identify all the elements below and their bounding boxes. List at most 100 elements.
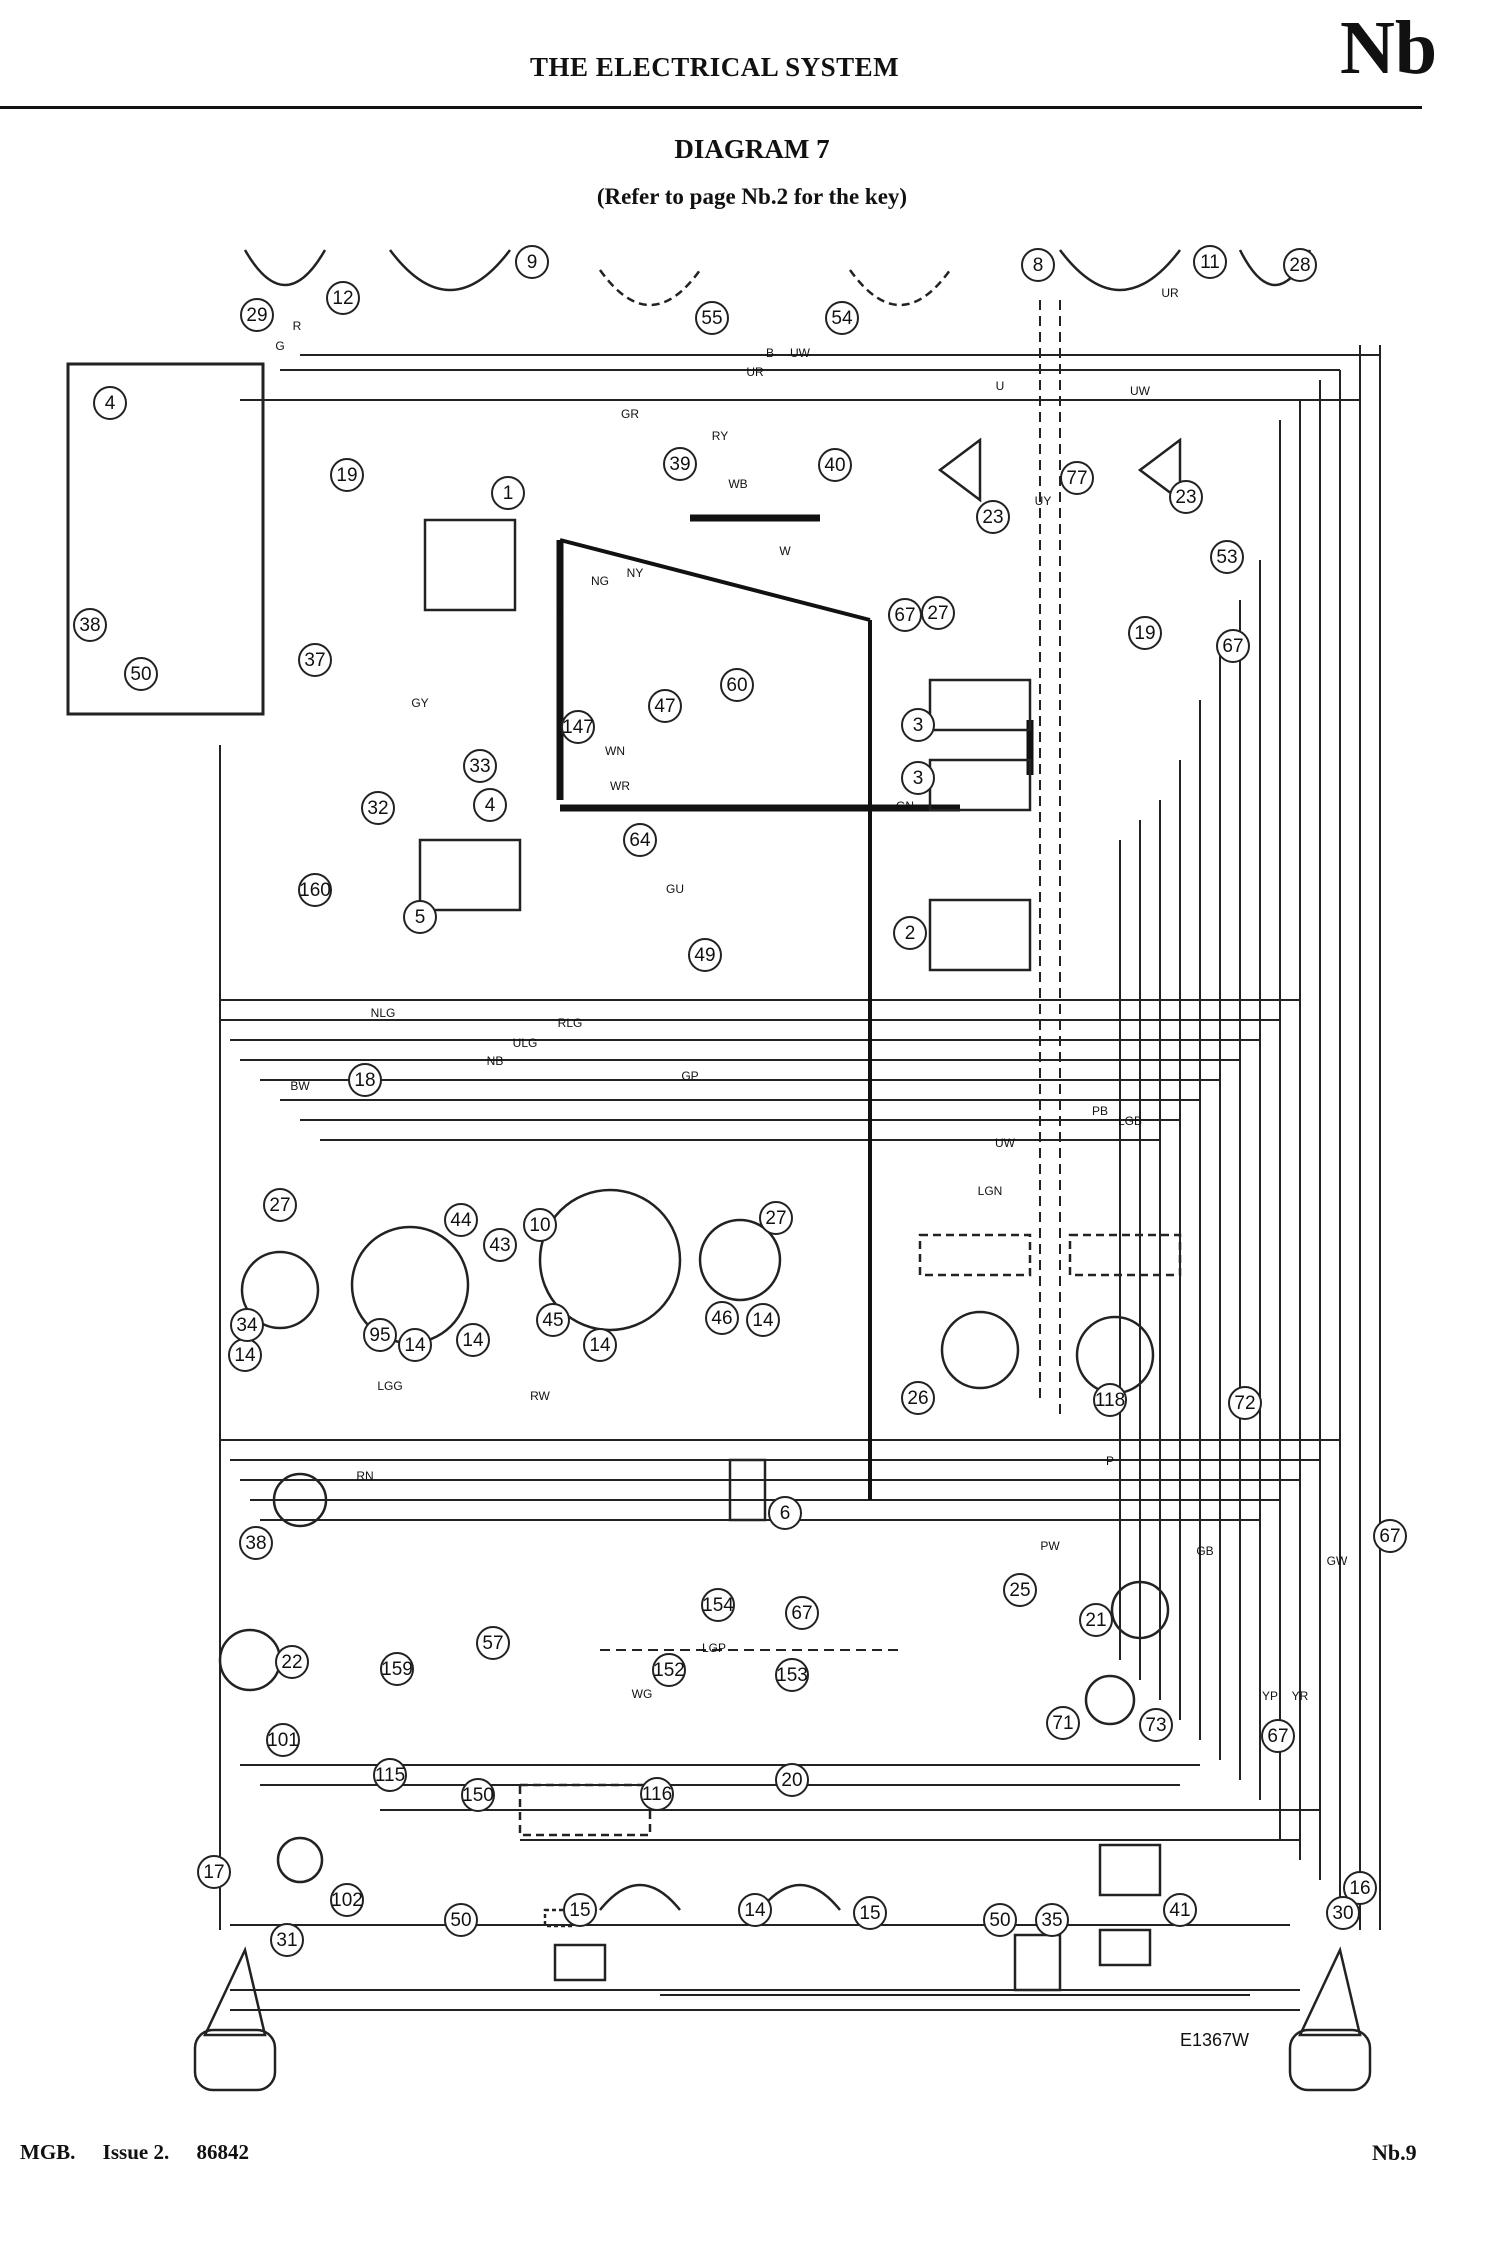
component-callout-number: 67 (1379, 1526, 1400, 1547)
component-callout-circle (1261, 1719, 1295, 1753)
component-callout-number: 64 (629, 830, 651, 851)
wire-code-label: RLG (558, 1016, 583, 1030)
wire-code-label: RY (712, 429, 728, 443)
component-callout-number: 15 (569, 1900, 590, 1921)
component-callout-circle (1139, 1708, 1173, 1742)
component-callout-number: 102 (331, 1890, 363, 1911)
component-callout-circle (93, 386, 127, 420)
component-callout-circle (1046, 1706, 1080, 1740)
component-callout-number: 118 (1095, 1390, 1125, 1411)
component-callout-number: 33 (469, 756, 490, 777)
component-callout-circle (888, 598, 922, 632)
component-callout-number: 55 (701, 308, 722, 329)
component-callout-number: 1 (503, 483, 514, 504)
wire-code-label: GU (666, 882, 684, 896)
component-callout-circle (1216, 629, 1250, 663)
wire-code-label: R (293, 319, 302, 333)
component-callout-circle (1003, 1573, 1037, 1607)
component-callout-number: 4 (105, 393, 116, 414)
component-callout-circle (444, 1203, 478, 1237)
component-callout-number: 28 (1289, 255, 1310, 276)
component-callout-number: 40 (824, 455, 845, 476)
component-callout-number: 29 (246, 305, 267, 326)
component-callout-circle (266, 1723, 300, 1757)
page-number: Nb.9 (1372, 2140, 1417, 2165)
component-callout-number: 27 (269, 1195, 290, 1216)
component-callout-circle (1128, 616, 1162, 650)
component-callout-circle (720, 668, 754, 702)
component-callout-number: 44 (450, 1210, 472, 1231)
component-callout-number: 26 (907, 1388, 928, 1409)
component-callout-circle (515, 245, 549, 279)
component-callout-circle (326, 281, 360, 315)
wire-code-label: GP (681, 1069, 698, 1083)
component-callout-number: 101 (267, 1730, 299, 1751)
component-callout-number: 10 (529, 1215, 550, 1236)
wire-code-label: NG (591, 574, 609, 588)
footer-model: MGB. (20, 2140, 76, 2164)
component-callout-circle (298, 873, 332, 907)
wire-code-label: YR (1292, 1689, 1309, 1703)
component-callout-circle (363, 1318, 397, 1352)
component-callout-number: 27 (927, 603, 948, 624)
component-callout-number: 19 (1134, 623, 1155, 644)
footer-part-number: 86842 (196, 2140, 249, 2164)
wire-code-label: PW (1040, 1539, 1060, 1553)
component-callout-number: 25 (1009, 1580, 1030, 1601)
header-title: THE ELECTRICAL SYSTEM (530, 52, 900, 82)
component-callout-number: 14 (404, 1335, 426, 1356)
wire-code-label: G (275, 339, 284, 353)
drawing-code: E1367W (1180, 2030, 1250, 2050)
component-callout-circle (263, 1188, 297, 1222)
component-callout-circle (746, 1303, 780, 1337)
component-callout-number: 49 (694, 945, 715, 966)
component-callout-number: 154 (702, 1595, 734, 1616)
component-callout-number: 38 (245, 1533, 266, 1554)
wire-code-label: PB (1092, 1104, 1108, 1118)
component-callout-number: 77 (1066, 468, 1087, 489)
component-callout-number: 153 (776, 1665, 808, 1686)
component-callout-circle (483, 1228, 517, 1262)
component-callout-number: 14 (589, 1335, 611, 1356)
component-callout-number: 12 (332, 288, 353, 309)
component-callout-circle (1169, 480, 1203, 514)
component-callout-number: 9 (527, 252, 538, 273)
wire-code-label: UW (995, 1136, 1016, 1150)
component-callout-circle (1373, 1519, 1407, 1553)
component-callout-circle (640, 1777, 674, 1811)
component-callout-number: 67 (894, 605, 915, 626)
component-callout-circle (473, 788, 507, 822)
wire-code-label: WR (610, 779, 630, 793)
component-callout-circle (818, 448, 852, 482)
component-callout-number: 8 (1033, 255, 1044, 276)
component-callout-circle (1343, 1871, 1377, 1905)
component-callout-number: 147 (562, 717, 594, 738)
component-callout-circle (775, 1658, 809, 1692)
header-rule (0, 106, 1422, 109)
component-callout-circle (361, 791, 395, 825)
component-callout-circle (768, 1496, 802, 1530)
component-callout-number: 57 (482, 1633, 503, 1654)
section-code: Nb (1340, 6, 1438, 90)
wire-code-label: N (556, 606, 565, 620)
wire-code-label: GR (621, 407, 639, 421)
component-callout-circle (561, 710, 595, 744)
component-callout-circle (1060, 461, 1094, 495)
component-callout-number: 21 (1085, 1610, 1106, 1631)
wire-code-label: UW (1130, 384, 1151, 398)
component-callout-number: 23 (982, 507, 1003, 528)
component-callout-circle (1283, 248, 1317, 282)
component-callout-number: 31 (276, 1930, 297, 1951)
wire-code-label: B (766, 346, 774, 360)
wire-code-label: U (996, 379, 1005, 393)
diagram-subtitle: (Refer to page Nb.2 for the key) (596, 184, 908, 209)
component-callout-number: 18 (354, 1070, 375, 1091)
component-callout-circle (563, 1893, 597, 1927)
component-callout-circle (785, 1596, 819, 1630)
component-callout-number: 38 (79, 615, 100, 636)
component-callout-number: 15 (859, 1903, 880, 1924)
component-callout-circle (688, 938, 722, 972)
component-callout-circle (663, 447, 697, 481)
component-callout-number: 37 (304, 650, 325, 671)
component-callout-number: 35 (1041, 1910, 1062, 1931)
